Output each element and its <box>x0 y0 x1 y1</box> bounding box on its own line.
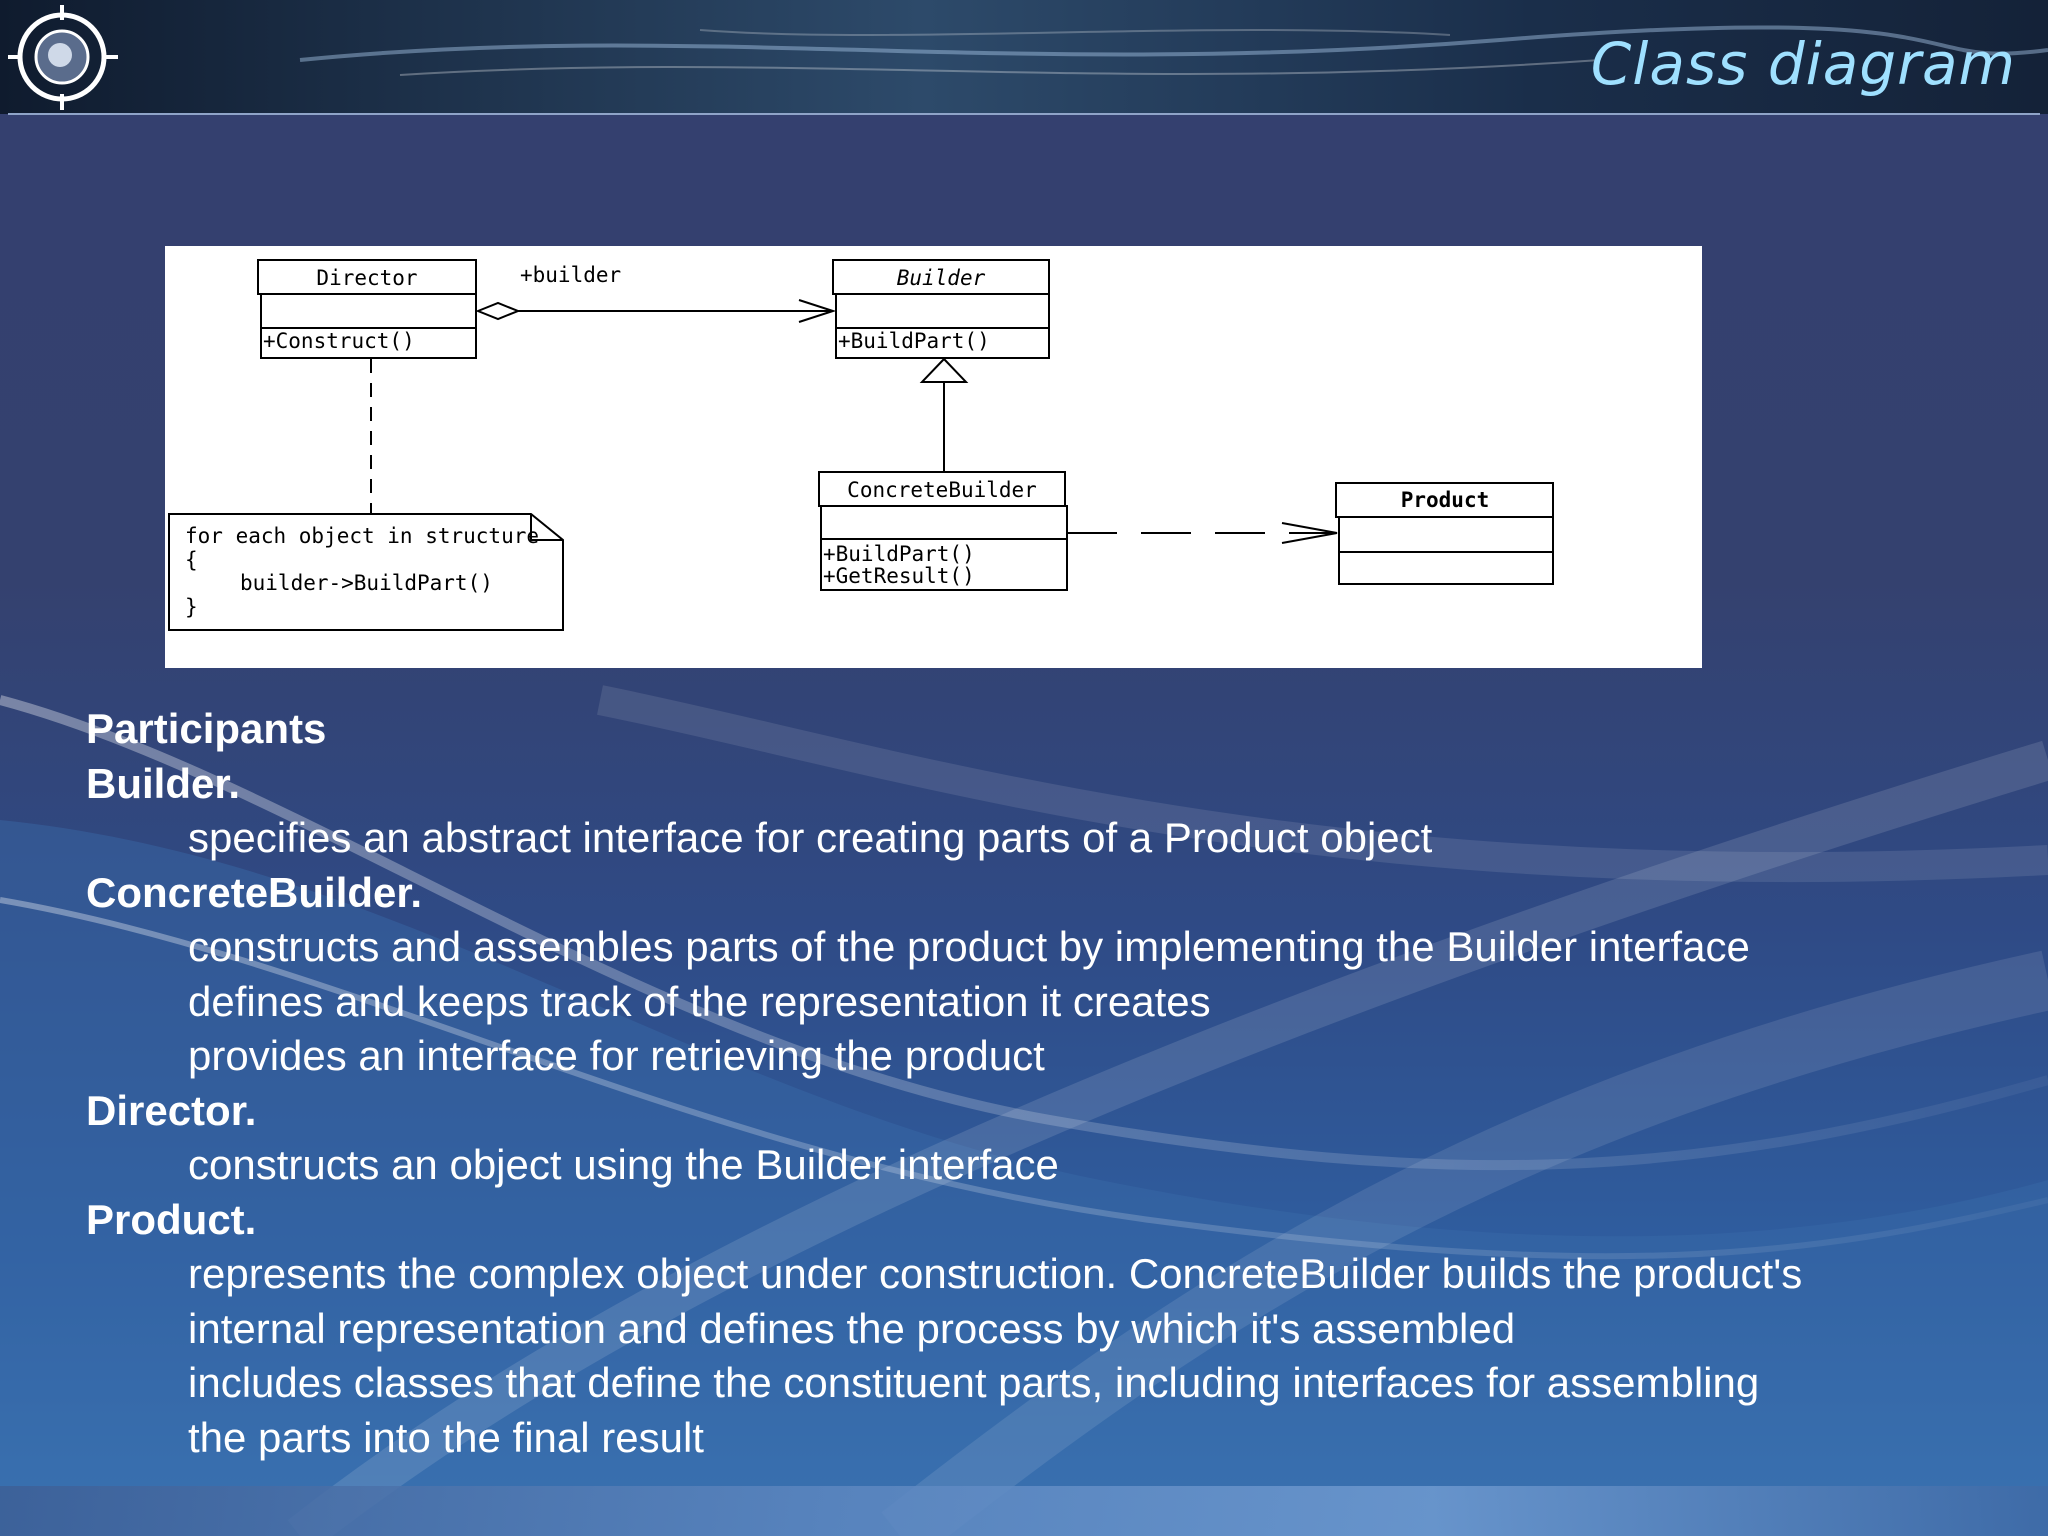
builder-method: +BuildPart() <box>838 329 990 353</box>
note-line: for each object in structure <box>185 524 539 548</box>
concrete-builder-class-name: ConcreteBuilder <box>847 478 1037 502</box>
slide-title: Class diagram <box>1590 30 2016 98</box>
product-class-name: Product <box>1401 488 1490 512</box>
participants-heading: Participants <box>86 705 327 752</box>
participant-description: represents the complex object under cons… <box>188 1250 1803 1297</box>
participant-director-name: Director. <box>86 1086 257 1134</box>
header-band <box>0 0 2048 115</box>
participant-description: internal representation and defines the … <box>188 1304 1516 1352</box>
participant-concrete-builder-name: ConcreteBuilder. <box>86 868 423 916</box>
dependency-edge <box>1067 522 1338 544</box>
participant-builder-name: Builder. <box>86 759 241 807</box>
participant-description: the parts into the final result <box>188 1413 704 1461</box>
builder-class-name: Builder <box>897 266 986 290</box>
uml-class-diagram: Director +Construct() +builder Builder +… <box>165 246 1702 668</box>
participant-description: constructs an object using the Builder i… <box>188 1141 1059 1188</box>
footer-band <box>0 1486 2048 1536</box>
note-line: } <box>185 595 198 619</box>
note-line: { <box>185 548 198 572</box>
builder-class: Builder +BuildPart() <box>832 259 1050 359</box>
concrete-builder-method: +BuildPart() <box>823 542 975 566</box>
note-line: builder->BuildPart() <box>240 571 493 595</box>
association-label: +builder <box>520 263 621 287</box>
product-class: Product <box>1335 482 1554 585</box>
participant-product-name: Product. <box>86 1195 257 1243</box>
director-class: Director +Construct() <box>257 259 477 359</box>
association-edge: +builder <box>475 263 837 323</box>
director-class-name: Director <box>316 266 417 290</box>
participant-description: constructs and assembles parts of the pr… <box>188 923 1750 970</box>
participants-section: Participants Builder. specifies an abstr… <box>86 702 1986 1465</box>
participant-description: includes classes that define the constit… <box>188 1359 1760 1406</box>
note: for each object in structure { builder->… <box>168 359 564 631</box>
participant-description: specifies an abstract interface for crea… <box>188 814 1433 861</box>
participant-description: defines and keeps track of the represent… <box>188 977 1211 1025</box>
target-logo-icon <box>8 5 118 110</box>
participant-description: provides an interface for retrieving the… <box>188 1032 1045 1079</box>
concrete-builder-method: +GetResult() <box>823 564 975 588</box>
generalization-edge <box>919 357 969 472</box>
director-method: +Construct() <box>263 329 415 353</box>
concrete-builder-class: ConcreteBuilder +BuildPart() +GetResult(… <box>818 471 1068 591</box>
